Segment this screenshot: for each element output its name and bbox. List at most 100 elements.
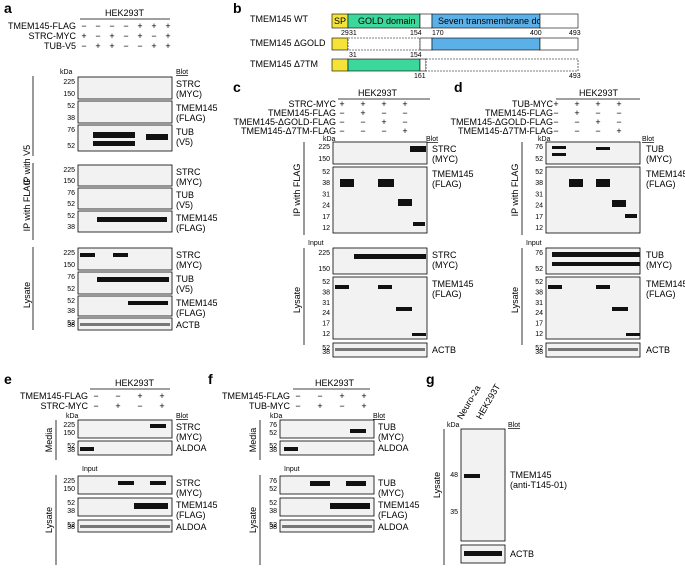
- d-band-tmem145-2: [596, 179, 610, 187]
- panel_f-blot-label: TUB: [378, 422, 396, 432]
- panel_a-sign: +: [137, 31, 142, 41]
- panel_a-sign: +: [81, 31, 86, 41]
- a-band-tmem145-lys: [128, 301, 168, 305]
- panel_a-sign: −: [137, 41, 142, 51]
- panel_a-mw-marker: 76: [67, 274, 75, 281]
- panel_d-mw-marker: 17: [535, 214, 543, 221]
- panel-a-section-lysate: Lysate: [22, 282, 32, 308]
- svg-text:154: 154: [410, 30, 422, 37]
- f-band-tub-lys-2: [346, 481, 366, 486]
- panel_e-blot: [77, 497, 173, 517]
- panel-b-dgold-label: TMEM145 ΔGOLD: [250, 38, 326, 48]
- panel_e-blot-label: STRC: [176, 478, 201, 488]
- panel_d-mw-marker: 38: [535, 180, 543, 187]
- d-band-tub-ip-2: [552, 153, 566, 156]
- panel_a-mw-marker: 38: [67, 322, 75, 329]
- d-band-tmem145-lys: [548, 285, 562, 289]
- panel_d-mw-marker: 24: [535, 310, 543, 317]
- d-band-dgold: [612, 200, 626, 207]
- panel_d-mw-marker: 12: [535, 225, 543, 232]
- panel_a-sign: −: [123, 31, 128, 41]
- f-band-tmem145-lys: [330, 503, 370, 509]
- a-band-strc-lys: [80, 253, 95, 257]
- panel_d-blot-label: (FLAG): [646, 289, 676, 299]
- e-band-strc-lys: [118, 481, 134, 485]
- panel_e-blot-label: (MYC): [176, 488, 202, 498]
- panel_a-mw-marker: 150: [63, 262, 75, 269]
- g-blot-label: ACTB: [510, 549, 534, 559]
- panel_d-sign: +: [574, 108, 579, 118]
- e-band-strc-lys-2: [150, 481, 166, 485]
- panel_e-sign: −: [137, 401, 142, 411]
- panel-d-blots: 7652TUB(MYC)523831241712TMEM145(FLAG)765…: [535, 141, 685, 358]
- panel_a-sign: −: [81, 41, 86, 51]
- panel-d-signs: ++++−+−−−−+−−−−+: [553, 99, 621, 136]
- panel_c-sign: −: [339, 108, 344, 118]
- panel_a-sign: −: [123, 21, 128, 31]
- panel_e-mw-marker: 150: [63, 430, 75, 437]
- svg-text:Blot: Blot: [642, 136, 654, 143]
- panel-f-cell-line: HEK293T: [315, 378, 355, 388]
- panel_e-sign: +: [159, 401, 164, 411]
- panel_f-blot-label: TUB: [378, 478, 396, 488]
- panel_a-blot-label: (MYC): [176, 260, 202, 270]
- panel_d-sign: −: [616, 108, 621, 118]
- panel_e-blot: [77, 419, 173, 439]
- panel_a-blot-label: (FLAG): [176, 223, 206, 233]
- panel_e-sign: +: [115, 401, 120, 411]
- d-band-dgold-lys: [612, 307, 628, 311]
- wt-tm-label: Seven transmembrane domain: [438, 16, 561, 26]
- panel_c-blot-label: STRC: [432, 144, 457, 154]
- panel_c-mw-marker: 38: [322, 289, 330, 296]
- panel_f-mw-marker: 76: [269, 422, 277, 429]
- a-band-tub-v5: [93, 132, 135, 138]
- panel-e-cell-line: HEK293T: [115, 378, 155, 388]
- panel_c-sign: −: [381, 126, 386, 136]
- panel-c-blots: 225150STRC(MYC)523831241712TMEM145(FLAG)…: [318, 141, 474, 358]
- panel_e-blot: [77, 440, 173, 456]
- panel_a-blot: [77, 100, 173, 124]
- panel_f-mw-marker: 52: [269, 443, 277, 450]
- dgold-sp-domain: [331, 37, 349, 51]
- panel-d-cell-line: HEK293T: [579, 88, 619, 98]
- panel_c-blot-label: (MYC): [432, 154, 458, 164]
- panel-d-input: Input: [526, 240, 542, 247]
- panel_e-sign: −: [115, 391, 120, 401]
- panel_d-blot-label: (MYC): [646, 260, 672, 270]
- svg-text:31: 31: [349, 30, 357, 37]
- panel_d-blot-label: TMEM145: [646, 169, 685, 179]
- g-blot-label2: (anti-T145-01): [510, 480, 567, 490]
- panel_e-mw-marker: 38: [67, 508, 75, 515]
- panel-f: f HEK293T TMEM145-FLAG TUB-MYC −−++−+−+ …: [208, 371, 420, 565]
- panel_a-mw-marker: 225: [63, 250, 75, 257]
- svg-text:493: 493: [569, 73, 581, 80]
- f-band-aldoa: [282, 525, 372, 528]
- panel_e-mw-marker: 38: [67, 447, 75, 454]
- panel_e-blot-label: ALDOA: [176, 522, 207, 532]
- panel_e-blot-label: TMEM145: [176, 500, 218, 510]
- g-blot-label: TMEM145: [510, 470, 552, 480]
- panel_a-blot-label: TMEM145: [176, 103, 218, 113]
- panel_f-sign: +: [361, 391, 366, 401]
- svg-text:29: 29: [341, 30, 349, 37]
- panel_a-blot-label: (MYC): [176, 177, 202, 187]
- panel_f-blot-label: (FLAG): [378, 510, 408, 520]
- panel_f-blot-label: ALDOA: [378, 443, 409, 453]
- panel-a: a HEK293T TMEM145-FLAG STRC-MYC TUB-V5 −…: [4, 0, 218, 331]
- panel_a-blot-label: STRC: [176, 79, 201, 89]
- panel_d-sign: +: [616, 99, 621, 109]
- panel_d-blot-label: (FLAG): [646, 179, 676, 189]
- panel-c: c HEK293T STRC-MYC TMEM145-FLAG TMEM145-…: [233, 79, 474, 358]
- dgold-tm-domain: [431, 37, 541, 51]
- panel_f-blot-label: (MYC): [378, 488, 404, 498]
- panel_c-sign: −: [360, 117, 365, 127]
- panel_c-sign: −: [339, 126, 344, 136]
- panel-e-label: e: [4, 371, 12, 387]
- panel_d-blot: [545, 247, 641, 275]
- panel-b-label: b: [233, 0, 242, 16]
- svg-text:kDa: kDa: [447, 422, 460, 429]
- panel_a-mw-marker: 150: [63, 91, 75, 98]
- panel-a-blot-header: Blot: [176, 69, 188, 76]
- panel-e-row-label: TMEM145-FLAG: [20, 391, 88, 401]
- panel_c-blot-label: ACTB: [432, 345, 456, 355]
